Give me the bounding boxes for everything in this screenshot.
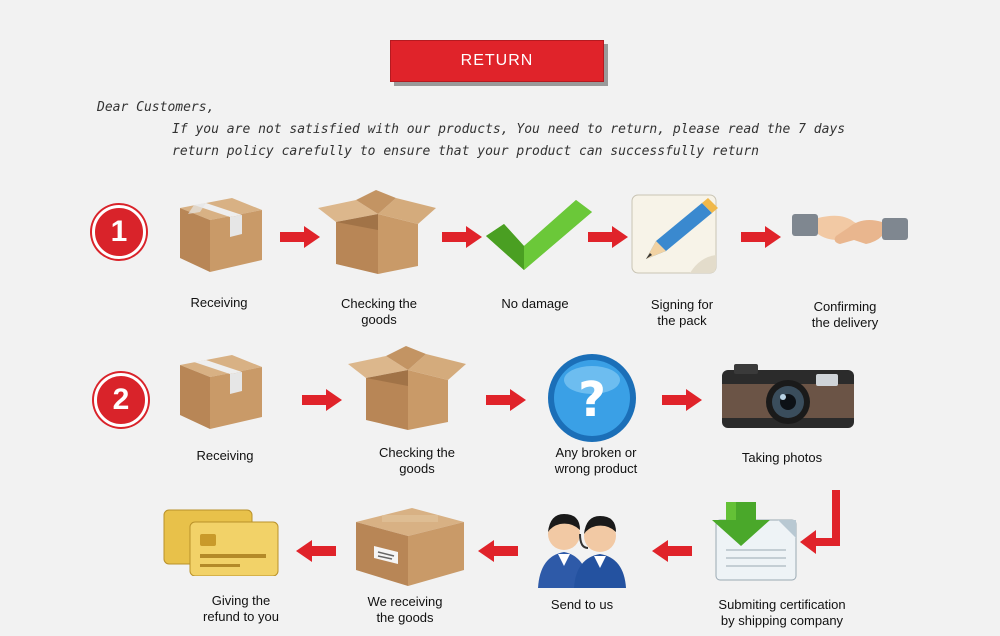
handshake-icon <box>792 214 908 244</box>
taped-box-icon <box>180 198 262 272</box>
step-number-1: 1 <box>92 205 146 259</box>
open-box-icon <box>348 346 466 430</box>
pencil-note-icon <box>631 194 718 274</box>
arrow-right-icon <box>662 389 702 411</box>
row1-step-1-label: Receiving <box>190 295 248 310</box>
open-box-icon <box>318 190 436 274</box>
support-agents-icon <box>538 514 626 588</box>
arrow-right-icon <box>486 389 526 411</box>
step-number-2: 2 <box>94 373 148 427</box>
arrow-right-icon <box>741 226 781 248</box>
row3-step-3-label: Send to us <box>550 597 614 612</box>
credit-cards-icon <box>163 509 279 576</box>
banner-title: RETURN <box>460 52 534 69</box>
arrow-left-icon <box>652 540 692 562</box>
arrow-right-icon <box>280 226 320 248</box>
intro-line-2: return policy carefully to ensure that y… <box>172 144 759 159</box>
check-mark-icon <box>486 200 592 270</box>
camera-icon <box>722 364 854 428</box>
taped-box-icon <box>180 355 262 429</box>
question-mark-icon: ? <box>548 354 636 442</box>
closed-box-icon <box>356 508 464 586</box>
arrow-left-icon <box>478 540 518 562</box>
return-banner: RETURN <box>390 40 604 82</box>
arrow-right-icon <box>302 389 342 411</box>
arrow-left-icon <box>296 540 336 562</box>
row2-step-4-label: Taking photos <box>741 450 823 465</box>
intro-line-1: If you are not satisfied with our produc… <box>172 122 846 137</box>
download-document-icon <box>712 502 797 581</box>
arrow-down-left-icon <box>800 490 840 554</box>
svg-text:?: ? <box>578 372 606 428</box>
row1-step-3-label: No damage <box>501 296 569 311</box>
greeting-text: Dear Customers, <box>97 100 215 115</box>
arrow-right-icon <box>588 226 628 248</box>
arrow-right-icon <box>442 226 482 248</box>
row2-step-1-label: Receiving <box>196 448 254 463</box>
